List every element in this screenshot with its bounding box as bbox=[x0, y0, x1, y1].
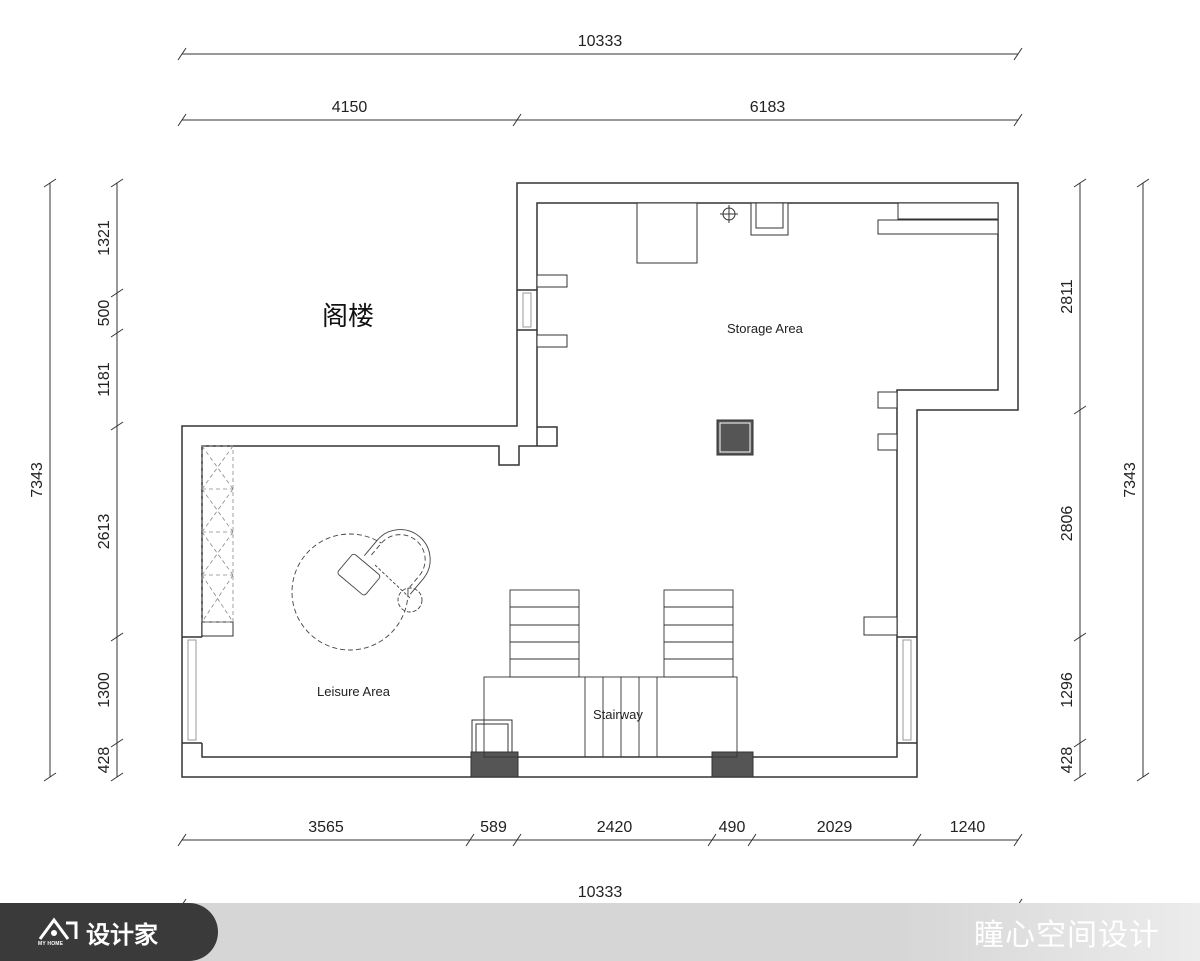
dim-top-label: 4150 bbox=[332, 99, 368, 116]
room-label-storage: Storage Area bbox=[727, 321, 804, 336]
dim-left-tick bbox=[110, 421, 124, 431]
dim-left-label: 2613 bbox=[96, 514, 113, 550]
dim-bottom-label: 1240 bbox=[950, 819, 986, 836]
stairs bbox=[483, 589, 738, 758]
dimension-lines: 10333 4150 6183 1321 500 1181 2613 1300 428 7343 2… bbox=[29, 33, 1150, 912]
dim-left-tick bbox=[110, 328, 124, 338]
dim-right-total-tick bbox=[1136, 178, 1150, 188]
inner-wall bbox=[201, 202, 999, 758]
dim-top-tick bbox=[512, 113, 522, 127]
dim-top-total-tick bbox=[177, 47, 187, 61]
dim-bottom-tick bbox=[512, 833, 522, 847]
window-top bbox=[522, 292, 532, 328]
dim-left-tick bbox=[110, 738, 124, 748]
dim-top-tick bbox=[177, 113, 187, 127]
dim-bottom-total-label: 10333 bbox=[578, 884, 623, 901]
dim-right-label: 2811 bbox=[1059, 279, 1076, 314]
dim-right-total-label: 7343 bbox=[1122, 462, 1139, 498]
dim-top-label: 6183 bbox=[750, 99, 786, 116]
room-label-stairway: Stairway bbox=[593, 707, 643, 722]
brand-logo: MY HOME 设计家 bbox=[0, 903, 218, 961]
dim-left-tick bbox=[110, 772, 124, 782]
dim-bottom-tick bbox=[747, 833, 757, 847]
dim-bottom-tick bbox=[1013, 833, 1023, 847]
dim-left-tick bbox=[110, 632, 124, 642]
attic-label: 阁楼 bbox=[322, 302, 374, 332]
dim-left-label: 1321 bbox=[96, 220, 113, 256]
dim-right-tick bbox=[1073, 772, 1087, 782]
studio-name: 瞳心空间设计 bbox=[974, 918, 1160, 953]
logo-mark: MY HOME bbox=[36, 915, 82, 949]
shelf-base bbox=[201, 621, 234, 637]
brand-small-text: MY HOME bbox=[38, 941, 64, 947]
dim-left-tick bbox=[110, 288, 124, 298]
dim-right-label: 428 bbox=[1059, 747, 1076, 774]
dim-left-total-label: 7343 bbox=[29, 462, 46, 498]
dim-top-total-tick bbox=[1013, 47, 1023, 61]
column-bottom-left bbox=[470, 751, 519, 778]
walls bbox=[181, 182, 1019, 778]
fixtures bbox=[201, 202, 999, 778]
dim-left-tick bbox=[110, 178, 124, 188]
dim-bottom-label: 2420 bbox=[597, 819, 633, 836]
brand-name: 设计家 bbox=[86, 920, 158, 949]
column-bottom-right bbox=[711, 751, 754, 778]
dim-bottom-label: 589 bbox=[480, 819, 507, 836]
dim-left-label: 428 bbox=[96, 747, 113, 774]
dim-right-tick bbox=[1073, 738, 1087, 748]
dim-bottom-label: 3565 bbox=[308, 819, 344, 836]
outer-wall bbox=[181, 182, 1019, 778]
storage-cabinet bbox=[636, 202, 698, 264]
dim-left-total-tick bbox=[43, 178, 57, 188]
dim-bottom-tick bbox=[177, 833, 187, 847]
dim-bottom-tick bbox=[465, 833, 475, 847]
dim-bottom-tick bbox=[912, 833, 922, 847]
windows bbox=[187, 292, 912, 741]
dim-left-label: 500 bbox=[96, 300, 113, 327]
dim-top-tick bbox=[1013, 113, 1023, 127]
dim-left-label: 1181 bbox=[96, 362, 113, 397]
dim-top-total-label: 10333 bbox=[578, 33, 623, 50]
dim-right-total-tick bbox=[1136, 772, 1150, 782]
lounge-chair bbox=[291, 529, 431, 651]
dim-right-tick bbox=[1073, 632, 1087, 642]
dim-right-label: 2806 bbox=[1059, 506, 1076, 542]
dim-bottom-label: 2029 bbox=[817, 819, 853, 836]
dim-right-label: 1296 bbox=[1059, 672, 1076, 708]
dim-bottom-label: 490 bbox=[719, 819, 746, 836]
house-logo-icon bbox=[38, 917, 78, 940]
dim-left-total-tick bbox=[43, 772, 57, 782]
window-left bbox=[187, 639, 197, 741]
room-label-leisure: Leisure Area bbox=[317, 684, 391, 699]
window-right bbox=[902, 639, 912, 741]
rug bbox=[291, 533, 409, 651]
dim-left-label: 1300 bbox=[96, 672, 113, 708]
dim-bottom-tick bbox=[707, 833, 717, 847]
dim-right-tick bbox=[1073, 178, 1087, 188]
wall-shelf bbox=[201, 445, 234, 623]
dim-right-tick bbox=[1073, 405, 1087, 415]
